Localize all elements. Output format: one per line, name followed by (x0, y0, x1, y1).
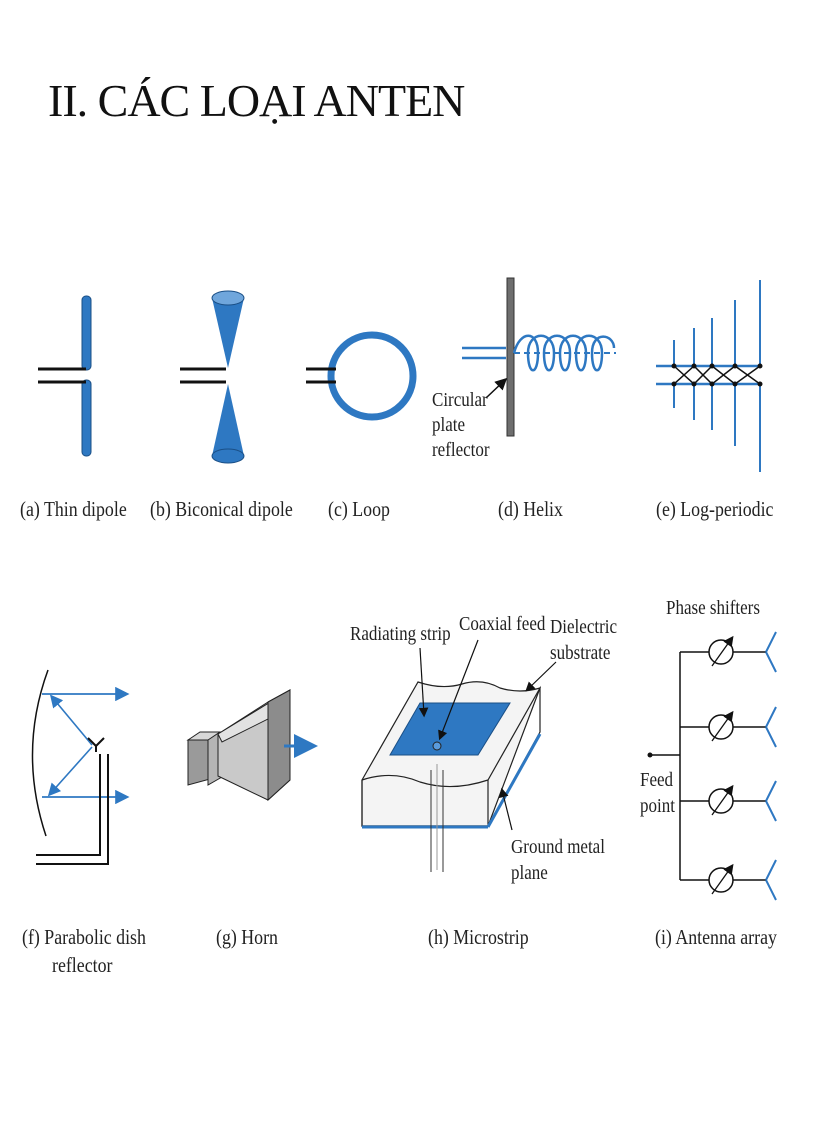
caption-parabolic-dish-line2: reflector (52, 953, 113, 977)
helix-antenna-figure (462, 277, 616, 437)
biconical-dipole-figure (180, 290, 245, 464)
label-coaxial-feed: Coaxial feed (459, 613, 546, 635)
page-title: II. CÁC LOẠI ANTEN (48, 75, 465, 126)
label-phase-shifters: Phase shifters (666, 597, 760, 619)
label-plane: plane (511, 862, 548, 884)
loop-antenna-figure (306, 331, 417, 421)
caption-thin-dipole: (a) Thin dipole (20, 497, 127, 521)
caption-biconical-dipole: (b) Biconical dipole (150, 497, 293, 521)
label-radiating-strip: Radiating strip (350, 623, 451, 645)
label-circular: Circular (432, 389, 488, 411)
antenna-array-figure (647, 631, 777, 901)
caption-parabolic-dish: (f) Parabolic dish (22, 925, 146, 949)
label-plate: plate (432, 414, 466, 436)
label-reflector: reflector (432, 439, 490, 461)
parabolic-dish-figure (31, 669, 130, 865)
log-periodic-figure (656, 280, 763, 472)
label-dielectric: Dielectric (550, 616, 618, 638)
horn-antenna-figure (186, 689, 318, 802)
label-point: point (640, 795, 675, 817)
label-substrate: substrate (550, 642, 611, 664)
caption-horn: (g) Horn (216, 925, 278, 949)
caption-log-periodic: (e) Log-periodic (656, 497, 774, 521)
caption-loop: (c) Loop (328, 497, 390, 521)
label-ground-metal: Ground metal (511, 836, 605, 858)
label-feed: Feed (640, 769, 674, 791)
thin-dipole-figure (38, 295, 92, 457)
caption-antenna-array: (i) Antenna array (655, 925, 777, 949)
caption-helix: (d) Helix (498, 497, 563, 521)
caption-microstrip: (h) Microstrip (428, 925, 529, 949)
microstrip-figure (361, 639, 557, 872)
